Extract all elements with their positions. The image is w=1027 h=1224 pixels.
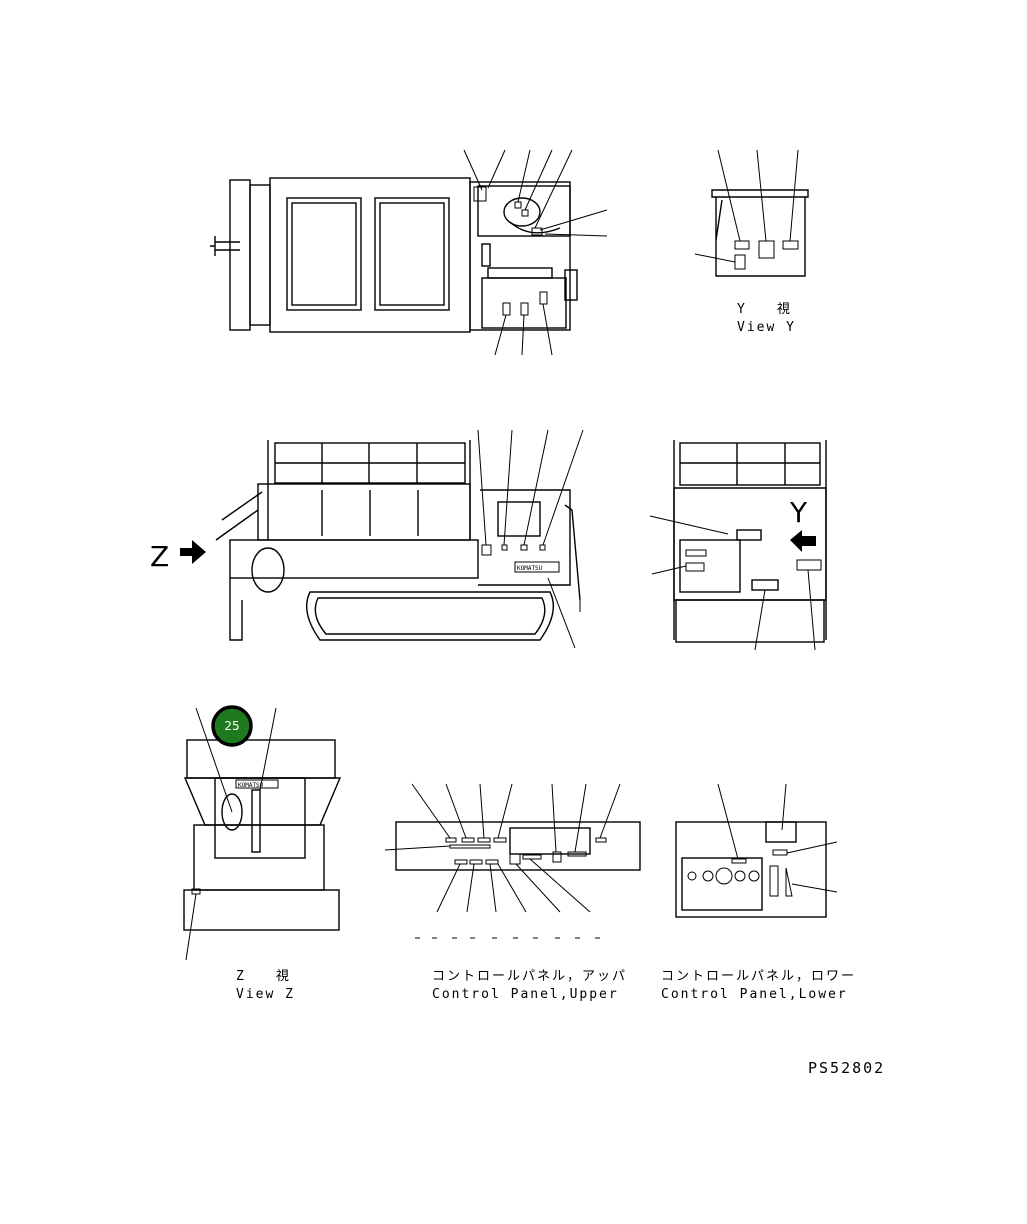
view-z-caption-jp: Z 視: [236, 969, 291, 984]
view-y-caption-jp: Y 視: [737, 302, 792, 317]
view-z-caption-en: View Z: [236, 987, 295, 1002]
arrow-z-icon: [180, 540, 206, 564]
drawing-number: PS52802: [808, 1059, 885, 1077]
arrow-y-icon: [790, 530, 816, 552]
callout-marker-25[interactable]: 25: [211, 705, 253, 747]
top-view: [210, 149, 608, 356]
control-panel-upper-figure: [384, 783, 641, 939]
view-y-figure: [694, 149, 809, 277]
z-plate-text: KOMATSU: [238, 782, 264, 789]
arrow-z-label: Z: [150, 540, 169, 573]
arrow-y-label: Y: [789, 496, 808, 529]
panel-lower-caption-jp: コントロールパネル，ロワー: [661, 969, 856, 984]
control-panel-lower-figure: [675, 783, 838, 918]
panel-lower-caption-en: Control Panel,Lower: [661, 987, 848, 1002]
callout-marker-label: 25: [224, 719, 239, 733]
view-y-caption-en: View Y: [737, 320, 796, 335]
view-z-arrow: Z: [150, 540, 206, 573]
view-z-figure: KOMATSU: [183, 707, 342, 961]
panel-upper-caption-jp: コントロールパネル，アッパ: [432, 969, 627, 984]
side-plate-text: KOMATSU: [517, 565, 543, 572]
panel-upper-caption-en: Control Panel,Upper: [432, 987, 619, 1002]
rear-view: Y: [649, 440, 827, 651]
side-view: KOMATSU: [215, 429, 584, 649]
